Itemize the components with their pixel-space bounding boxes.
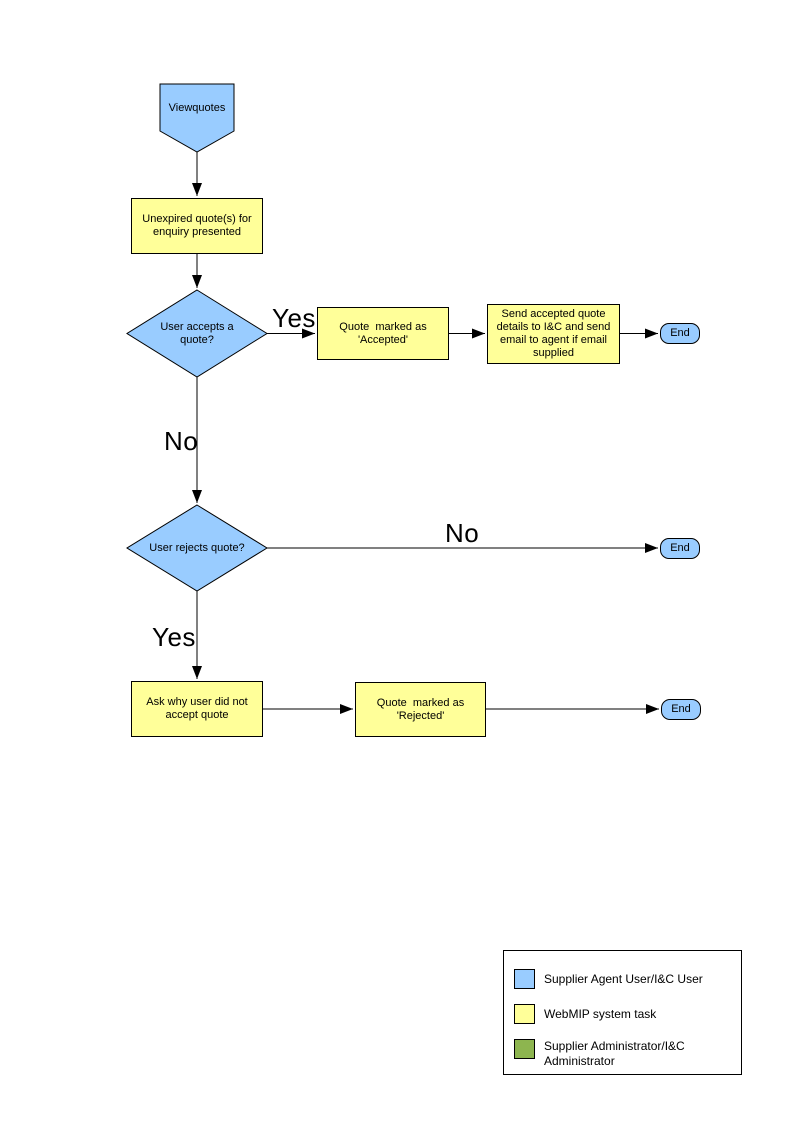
edge-label-accept-no: No: [164, 426, 199, 456]
decision-accept-label: User accepts a quote?: [160, 320, 234, 346]
legend-label: Supplier Administrator/I&C Administrator: [544, 1039, 685, 1068]
legend-item-supplier-admin: Supplier Administrator/I&C Administrator: [514, 1039, 729, 1069]
legend-swatch-green: [514, 1039, 535, 1059]
legend-label: Supplier Agent User/I&C User: [544, 971, 703, 986]
legend-swatch-yellow: [514, 1004, 535, 1024]
start-pentagon-shape: [159, 83, 235, 153]
process-mark-rejected: Quote marked as 'Rejected': [355, 682, 486, 737]
process-send-details: Send accepted quote details to I&C and s…: [487, 304, 620, 364]
connectors: [192, 152, 659, 714]
process-present-quotes: Unexpired quote(s) for enquiry presented: [131, 198, 263, 254]
start-node-label: Viewquotes: [168, 101, 226, 114]
end-node-accepted: End: [660, 323, 700, 344]
end-node-rejected: End: [661, 699, 701, 720]
legend: Supplier Agent User/I&C User WebMIP syst…: [503, 950, 742, 1075]
edge-label-accept-yes: Yes: [272, 303, 316, 333]
legend-item-supplier-agent: Supplier Agent User/I&C User: [514, 969, 729, 989]
edge-label-reject-no: No: [445, 518, 480, 548]
legend-label: WebMIP system task: [544, 1006, 657, 1021]
decision-reject-label: User rejects quote?: [149, 542, 245, 554]
process-mark-accepted: Quote marked as 'Accepted': [317, 307, 449, 360]
end-node-reject-no: End: [660, 538, 700, 559]
process-ask-why: Ask why user did not accept quote: [131, 681, 263, 737]
legend-swatch-blue: [514, 969, 535, 989]
legend-item-webmip-task: WebMIP system task: [514, 1004, 729, 1024]
edge-label-reject-yes: Yes: [152, 622, 196, 652]
